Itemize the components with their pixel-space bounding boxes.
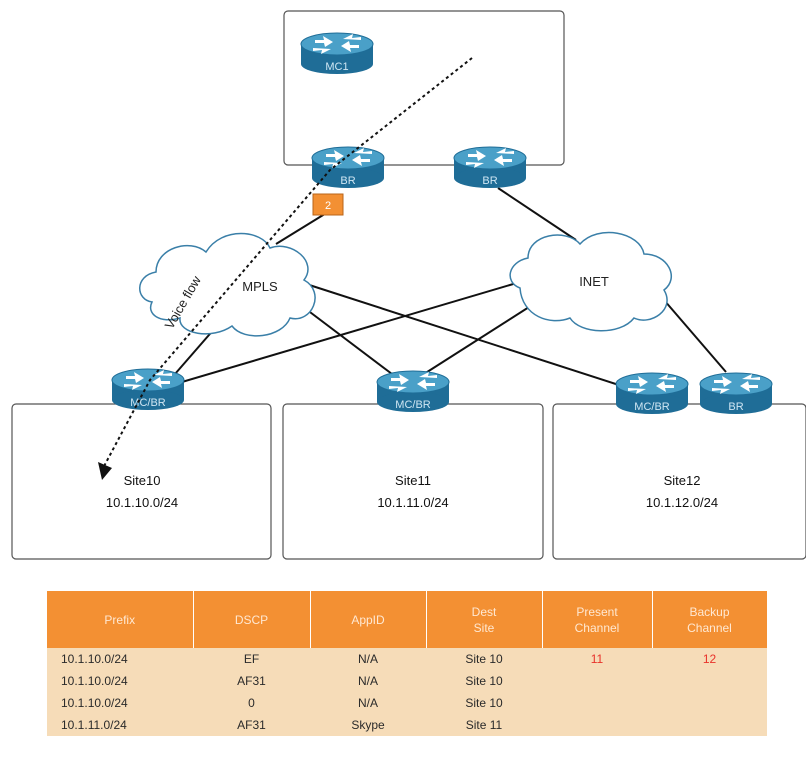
site10-prefix: 10.1.10.0/24 [106, 495, 178, 510]
header-appid: AppID [310, 591, 427, 648]
cell-dest: Site 11 [426, 714, 542, 736]
hub-br-inet-label: BR [482, 175, 497, 187]
site12-mc-router-label: MC/BR [634, 401, 670, 413]
channel-badge: 2 [312, 193, 344, 216]
cell-prefix: 10.1.10.0/24 [47, 648, 193, 670]
site11-name: Site11 [395, 473, 431, 488]
channel-badge-label: 2 [325, 200, 331, 212]
table-row: 10.1.10.0/24 EF N/A Site 10 11 12 [47, 648, 767, 670]
cell-dscp: AF31 [193, 714, 310, 736]
header-present-line1: Present [576, 604, 618, 619]
cell-backup [652, 714, 767, 736]
header-backup-line1: Backup [689, 604, 730, 619]
hub-mc-label: MC1 [325, 61, 348, 73]
site10-name: Site10 [124, 473, 161, 488]
site12-br-router-label: BR [728, 401, 743, 413]
header-prefix: Prefix [47, 591, 194, 648]
cell-prefix: 10.1.11.0/24 [47, 714, 193, 736]
cell-dest: Site 10 [426, 648, 542, 670]
cell-present: 11 [542, 648, 652, 670]
hub-br-inet-router: BR [453, 146, 527, 189]
link-br-mpls [275, 211, 329, 245]
hub-br-mpls-router: BR [311, 146, 385, 189]
link-inet-site12 [663, 299, 727, 373]
cell-prefix: 10.1.10.0/24 [47, 670, 193, 692]
table-row: 10.1.11.0/24 AF31 Skype Site 11 [47, 714, 767, 736]
header-backup-line2: Channel [687, 620, 732, 635]
header-dscp: DSCP [193, 591, 311, 648]
cell-appid: N/A [310, 670, 426, 692]
cell-prefix: 10.1.10.0/24 [47, 692, 193, 714]
cell-dscp: 0 [193, 692, 310, 714]
cell-present [542, 670, 652, 692]
link-inet-site11 [423, 299, 541, 375]
inet-label: INET [579, 274, 609, 289]
mpls-label: MPLS [242, 279, 278, 294]
table-row: 10.1.10.0/24 0 N/A Site 10 [47, 692, 767, 714]
cell-appid: N/A [310, 648, 426, 670]
voice-flow-arrow [98, 57, 473, 480]
site12-name: Site12 [664, 473, 701, 488]
inet-cloud: INET [509, 231, 673, 332]
cell-dscp: EF [193, 648, 310, 670]
table-row: 10.1.10.0/24 AF31 N/A Site 10 [47, 670, 767, 692]
site11-router: MC/BR [376, 370, 450, 413]
cell-present [542, 714, 652, 736]
site12-prefix: 10.1.12.0/24 [646, 495, 718, 510]
cell-backup [652, 692, 767, 714]
link-inet-site10 [181, 281, 521, 383]
cell-dscp: AF31 [193, 670, 310, 692]
site11-prefix: 10.1.11.0/24 [377, 495, 448, 510]
hub-mc-router: MC1 [300, 32, 374, 75]
cell-appid: N/A [310, 692, 426, 714]
site10-router: MC/BR [111, 368, 185, 411]
cell-dest: Site 10 [426, 692, 542, 714]
link-mpls-site12 [299, 281, 623, 387]
cell-dest: Site 10 [426, 670, 542, 692]
site12-mc-router: MC/BR [615, 372, 689, 415]
cell-appid: Skype [310, 714, 426, 736]
header-present-line2: Channel [574, 620, 620, 635]
network-diagram: MPLS INET MC1 BR BR MC/BR MC/BR MC/BR BR… [11, 10, 806, 560]
cell-backup: 12 [652, 648, 767, 670]
hub-br-mpls-label: BR [340, 175, 355, 187]
mpls-cloud: MPLS [139, 232, 316, 337]
site12-br-router: BR [699, 372, 773, 415]
link-br-inet [497, 187, 577, 241]
cell-backup [652, 670, 767, 692]
site11-router-label: MC/BR [395, 399, 431, 411]
cell-present [542, 692, 652, 714]
header-dest-site-line1: Dest [471, 604, 497, 619]
header-dest-site-line2: Site [473, 620, 495, 635]
